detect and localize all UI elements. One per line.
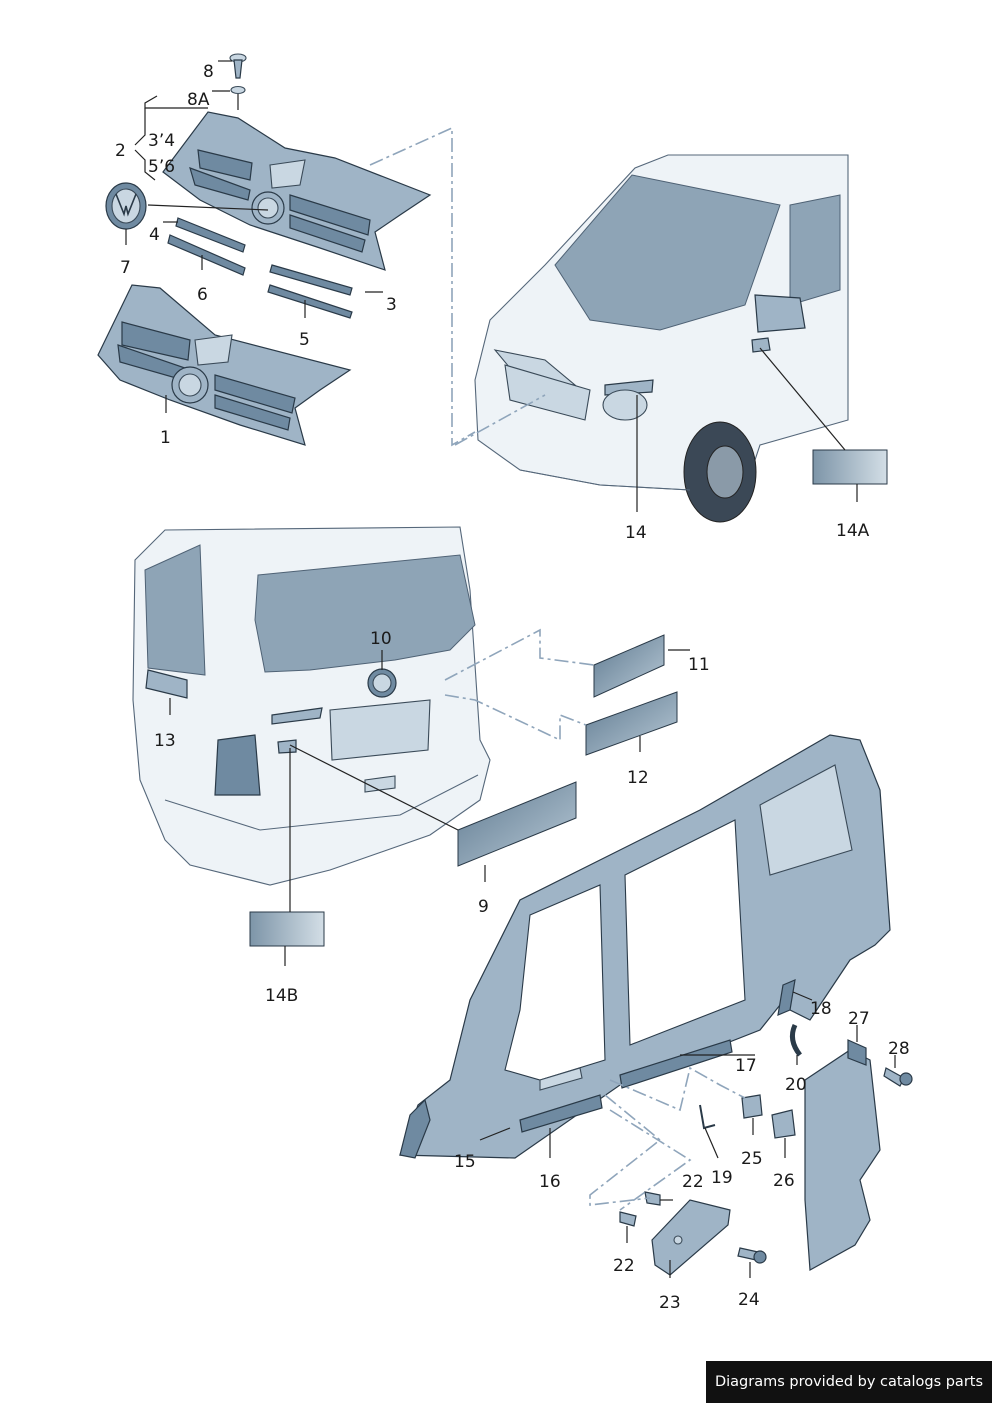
callout-17: 17 [735, 1056, 757, 1076]
label-14a [812, 449, 888, 485]
callout-9: 9 [478, 897, 489, 917]
callout-5-6: 5’6 [148, 157, 175, 177]
callout-28: 28 [888, 1039, 910, 1059]
callout-22-upper: 22 [682, 1172, 704, 1192]
callout-15: 15 [454, 1152, 476, 1172]
callout-8a: 8A [187, 90, 210, 110]
sticker-12 [585, 691, 678, 756]
callout-2: 2 [115, 141, 126, 161]
sticker-9 [457, 781, 577, 867]
grille-upper [162, 111, 432, 271]
callout-14a: 14A [836, 521, 870, 541]
trim-strips [167, 217, 353, 319]
callout-14: 14 [625, 523, 647, 543]
callout-19: 19 [711, 1168, 733, 1188]
callout-12: 12 [627, 768, 649, 788]
callout-1: 1 [160, 428, 171, 448]
callout-16: 16 [539, 1172, 561, 1192]
screw-8 [229, 53, 247, 95]
van-rear-view [132, 526, 491, 886]
callout-5: 5 [299, 330, 310, 350]
callout-13: 13 [154, 731, 176, 751]
small-parts [619, 979, 913, 1276]
callout-23: 23 [659, 1293, 681, 1313]
callout-26: 26 [773, 1171, 795, 1191]
sticker-11 [593, 634, 665, 698]
van-front-view [474, 154, 849, 523]
callout-11: 11 [688, 655, 710, 675]
reference-lines [369, 126, 746, 1211]
callout-22-lower: 22 [613, 1256, 635, 1276]
callout-3: 3 [386, 295, 397, 315]
callout-25: 25 [741, 1149, 763, 1169]
label-14b [249, 911, 325, 947]
side-panel [399, 734, 891, 1159]
callout-24: 24 [738, 1290, 760, 1310]
callout-4: 4 [149, 225, 160, 245]
vw-emblem-7 [105, 182, 147, 230]
callout-27: 27 [848, 1009, 870, 1029]
callout-6: 6 [197, 285, 208, 305]
callout-14b: 14B [265, 986, 298, 1006]
callout-7: 7 [120, 258, 131, 278]
leader-lines [125, 60, 896, 1278]
grille-lower [97, 284, 352, 446]
callout-8: 8 [203, 62, 214, 82]
credit-banner: Diagrams provided by catalogs parts [706, 1361, 992, 1403]
callout-labels: 8 8A 2 3’4 5’6 4 7 6 3 5 1 14 14A 10 11 … [115, 62, 910, 1313]
callout-20: 20 [785, 1075, 807, 1095]
callout-10: 10 [370, 629, 392, 649]
callout-18: 18 [810, 999, 832, 1019]
callout-3-4: 3’4 [148, 131, 175, 151]
